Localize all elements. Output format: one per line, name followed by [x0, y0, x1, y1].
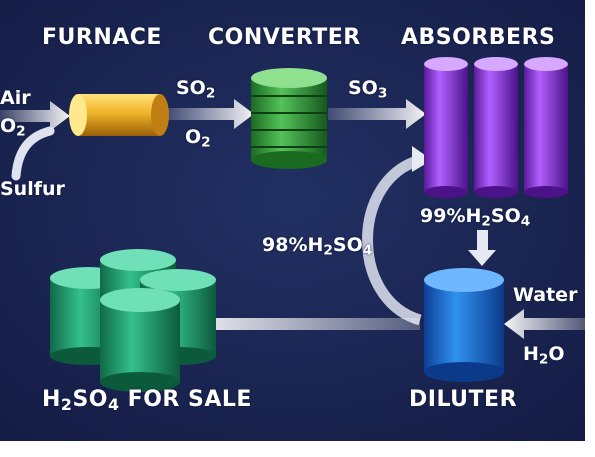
h2so4-98-label: 98%H2SO4 — [262, 234, 373, 259]
converter-stack — [251, 68, 327, 169]
absorber-column-1 — [424, 57, 468, 198]
diluter-label: DILUTER — [409, 387, 518, 412]
recycle-arrow — [362, 154, 422, 326]
pct99-arrow — [468, 230, 496, 266]
h2o-label: H2O — [523, 343, 565, 368]
sulfur-arrow — [11, 126, 55, 181]
o2-stream-label: O2 — [185, 126, 211, 151]
diluter-tank — [424, 268, 504, 382]
water-arrow — [504, 309, 585, 339]
so3-arrow — [328, 99, 426, 129]
sulfur-label: Sulfur — [0, 178, 65, 200]
absorber-column-2 — [474, 57, 518, 198]
furnace-label: FURNACE — [42, 25, 162, 50]
so2-arrow — [166, 99, 254, 129]
product-label: H2SO4 FOR SALE — [42, 387, 252, 414]
h2so4-99-label: 99%H2SO4 — [420, 205, 531, 230]
water-label: Water — [513, 284, 578, 306]
air-arrow — [0, 101, 70, 131]
converter-label: CONVERTER — [208, 25, 361, 50]
recycle-arrowhead — [412, 146, 432, 172]
product-arrow — [186, 308, 420, 340]
storage-tank-front — [100, 288, 180, 392]
air-o2-label: O2 — [0, 115, 26, 140]
absorbers-label: ABSORBERS — [401, 25, 556, 50]
absorber-column-3 — [524, 57, 568, 198]
furnace-cylinder — [69, 94, 169, 136]
so2-label: SO2 — [176, 77, 216, 102]
air-label: Air — [0, 87, 31, 109]
so3-label: SO3 — [348, 77, 388, 102]
